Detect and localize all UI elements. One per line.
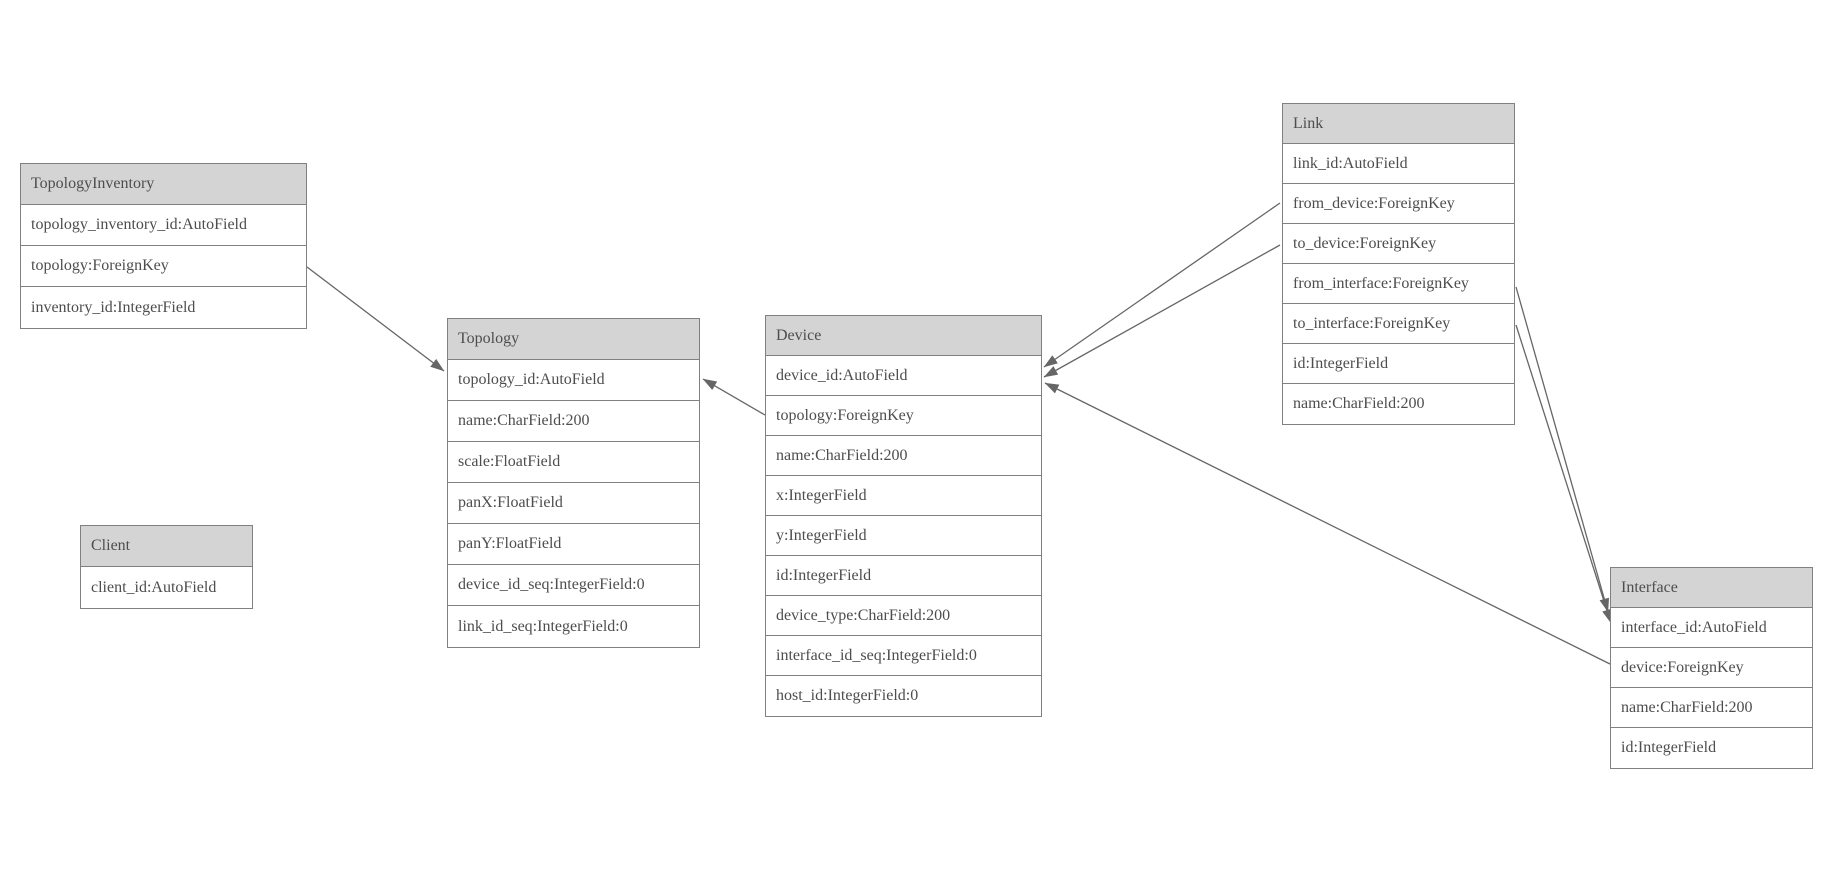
edge-link-to-device-to-device-id bbox=[1043, 244, 1281, 378]
entity-client: Client client_id:AutoField bbox=[80, 525, 253, 609]
field-row-link-to_interface: to_interface:ForeignKey bbox=[1283, 304, 1514, 344]
field-row-device-device_id: device_id:AutoField bbox=[766, 356, 1041, 396]
field-row-link-link_id: link_id:AutoField bbox=[1283, 144, 1514, 184]
edge-interface-device-to-device-id bbox=[1044, 382, 1611, 665]
entity-title: Link bbox=[1293, 114, 1324, 132]
field-row-device-x: x:IntegerField bbox=[766, 476, 1041, 516]
field-row-link-from_device: from_device:ForeignKey bbox=[1283, 184, 1514, 224]
field-row-topology-name: name:CharField:200 bbox=[448, 401, 699, 442]
entity-header-client: Client bbox=[81, 526, 252, 567]
edge-topologyinventory-topology-to-topology-id bbox=[306, 266, 445, 372]
edge-device-topology-to-topology-id bbox=[702, 378, 766, 416]
field-row-topology-scale: scale:FloatField bbox=[448, 442, 699, 483]
field-row-device-y: y:IntegerField bbox=[766, 516, 1041, 556]
field-row-device-device_type: device_type:CharField:200 bbox=[766, 596, 1041, 636]
field-row-link-to_device: to_device:ForeignKey bbox=[1283, 224, 1514, 264]
field-row-topology-panX: panX:FloatField bbox=[448, 483, 699, 524]
entity-header-topology-inventory: TopologyInventory bbox=[21, 164, 306, 205]
field-row-topology-inventory-topology_inventory_id: topology_inventory_id:AutoField bbox=[21, 205, 306, 246]
field-row-interface-name: name:CharField:200 bbox=[1611, 688, 1812, 728]
field-row-topology-device_id_seq: device_id_seq:IntegerField:0 bbox=[448, 565, 699, 606]
entity-header-link: Link bbox=[1283, 104, 1514, 144]
field-row-device-interface_id_seq: interface_id_seq:IntegerField:0 bbox=[766, 636, 1041, 676]
field-row-interface-id: id:IntegerField bbox=[1611, 728, 1812, 768]
entity-header-topology: Topology bbox=[448, 319, 699, 360]
field-row-topology-inventory-inventory_id: inventory_id:IntegerField bbox=[21, 287, 306, 328]
field-row-link-name: name:CharField:200 bbox=[1283, 384, 1514, 424]
entity-header-device: Device bbox=[766, 316, 1041, 356]
field-row-client-client_id: client_id:AutoField bbox=[81, 567, 252, 608]
edge-link-to-interface-to-interface-id bbox=[1515, 324, 1612, 624]
edge-link-from-interface-to-interface-id bbox=[1515, 286, 1610, 613]
entity-title: Interface bbox=[1621, 578, 1678, 596]
entity-title: TopologyInventory bbox=[31, 175, 155, 192]
entity-topology-inventory: TopologyInventory topology_inventory_id:… bbox=[20, 163, 307, 329]
field-row-device-id: id:IntegerField bbox=[766, 556, 1041, 596]
field-row-interface-interface_id: interface_id:AutoField bbox=[1611, 608, 1812, 648]
field-row-link-from_interface: from_interface:ForeignKey bbox=[1283, 264, 1514, 304]
field-row-topology-topology_id: topology_id:AutoField bbox=[448, 360, 699, 401]
field-row-topology-panY: panY:FloatField bbox=[448, 524, 699, 565]
field-row-topology-inventory-topology: topology:ForeignKey bbox=[21, 246, 306, 287]
entity-header-interface: Interface bbox=[1611, 568, 1812, 608]
entity-title: Topology bbox=[458, 330, 520, 347]
entity-title: Device bbox=[776, 326, 822, 344]
edge-link-from-device-to-device-id bbox=[1043, 202, 1281, 368]
field-row-device-host_id: host_id:IntegerField:0 bbox=[766, 676, 1041, 716]
entity-title: Client bbox=[91, 537, 131, 554]
field-row-link-id: id:IntegerField bbox=[1283, 344, 1514, 384]
field-row-device-topology: topology:ForeignKey bbox=[766, 396, 1041, 436]
field-row-topology-link_id_seq: link_id_seq:IntegerField:0 bbox=[448, 606, 699, 647]
field-row-device-name: name:CharField:200 bbox=[766, 436, 1041, 476]
field-row-interface-device: device:ForeignKey bbox=[1611, 648, 1812, 688]
